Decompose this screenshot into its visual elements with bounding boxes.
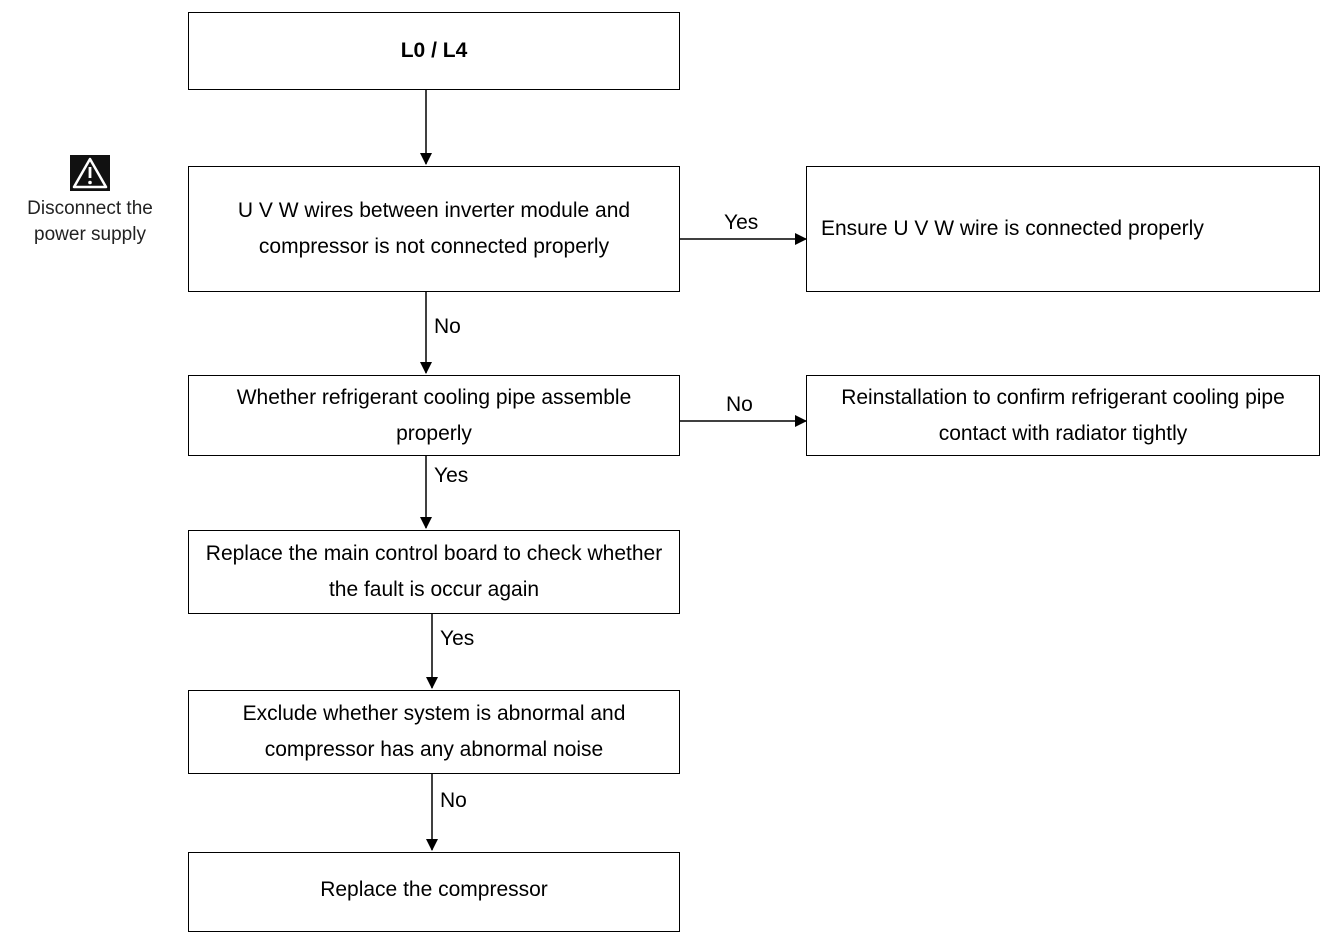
node-check-wires: U V W wires between inverter module and … [188, 166, 680, 292]
node-start: L0 / L4 [188, 12, 680, 90]
node-fix-pipe: Reinstallation to confirm refrigerant co… [806, 375, 1320, 456]
warning-note: Disconnect the power supply [0, 155, 180, 248]
node-check-pipe: Whether refrigerant cooling pipe assembl… [188, 375, 680, 456]
node-replace-compressor: Replace the compressor [188, 852, 680, 932]
label-wires-no: No [434, 315, 461, 338]
node-fix-wires: Ensure U V W wire is connected properly [806, 166, 1320, 292]
warning-triangle-icon [70, 155, 110, 191]
label-board-yes: Yes [440, 627, 475, 650]
warning-text: Disconnect the power supply [27, 198, 153, 245]
label-pipe-yes: Yes [434, 464, 469, 487]
label-system-no: No [440, 789, 467, 812]
label-pipe-no: No [726, 393, 753, 416]
label-wires-yes: Yes [724, 211, 759, 234]
node-replace-board: Replace the main control board to check … [188, 530, 680, 614]
node-exclude-system: Exclude whether system is abnormal and c… [188, 690, 680, 774]
